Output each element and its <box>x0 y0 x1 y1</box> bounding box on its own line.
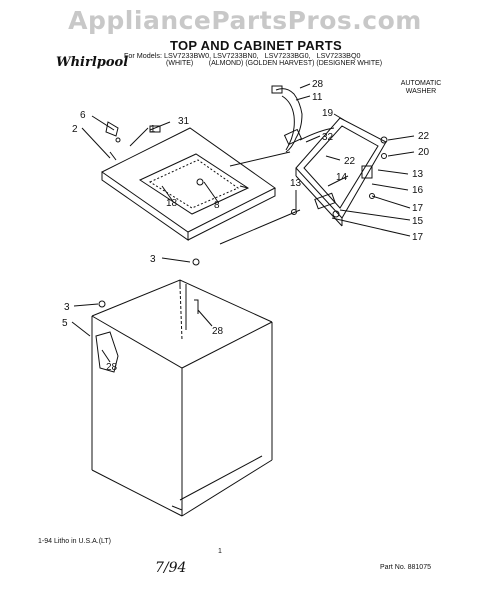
callout-15: 15 <box>412 216 424 227</box>
page-title: TOP AND CABINET PARTS <box>170 38 342 53</box>
callout-labels: 6 2 31 1 18 8 28 11 19 32 22 22 20 13 14… <box>62 79 430 373</box>
callout-19: 19 <box>322 108 334 119</box>
watermark: AppliancePartsPros.com <box>68 6 422 35</box>
models-line: For Models: LSV7233BW0, LSV7233BN0, LSV7… <box>124 51 361 60</box>
callout-28-side: 28 <box>106 362 118 373</box>
callout-13-left: 13 <box>290 178 302 189</box>
callout-3-upper: 3 <box>150 254 156 265</box>
callout-8: 8 <box>214 200 220 211</box>
color-variants: (WHITE) (ALMOND) (GOLDEN HARVEST) (DESIG… <box>166 60 383 67</box>
callout-18: 18 <box>166 198 178 209</box>
brand-logo: Whirlpool <box>56 55 129 70</box>
cabinet <box>91 279 273 517</box>
fasteners <box>98 121 388 314</box>
callout-16: 16 <box>412 185 424 196</box>
callout-28-top: 28 <box>312 79 324 90</box>
callout-13-right: 13 <box>412 169 424 180</box>
callout-31: 31 <box>178 116 190 127</box>
product-type: AUTOMATIC WASHER <box>400 80 442 95</box>
callout-5: 5 <box>62 318 68 329</box>
callout-22-right: 22 <box>418 131 430 142</box>
page-number: 1 <box>218 548 222 555</box>
handwritten-date: 7/94 <box>155 560 187 576</box>
callout-20: 20 <box>418 147 430 158</box>
top-panel <box>101 127 276 241</box>
callout-17-lower: 17 <box>412 232 424 243</box>
callout-28-cabinet: 28 <box>212 326 224 337</box>
leader-lines <box>71 83 415 363</box>
callout-6: 6 <box>80 110 86 121</box>
part-number: Part No. 881075 <box>380 564 431 571</box>
callout-11: 11 <box>312 92 323 103</box>
lid-switch-harness <box>271 85 335 153</box>
callout-14: 14 <box>336 172 348 183</box>
callout-1: 1 <box>150 124 156 135</box>
callout-17-upper: 17 <box>412 203 424 214</box>
callout-22-center: 22 <box>344 156 356 167</box>
callout-3-lower: 3 <box>64 302 70 313</box>
litho-note: 1-94 Litho in U.S.A.(LT) <box>38 538 112 545</box>
callout-32: 32 <box>322 132 334 143</box>
callout-2: 2 <box>72 124 78 135</box>
